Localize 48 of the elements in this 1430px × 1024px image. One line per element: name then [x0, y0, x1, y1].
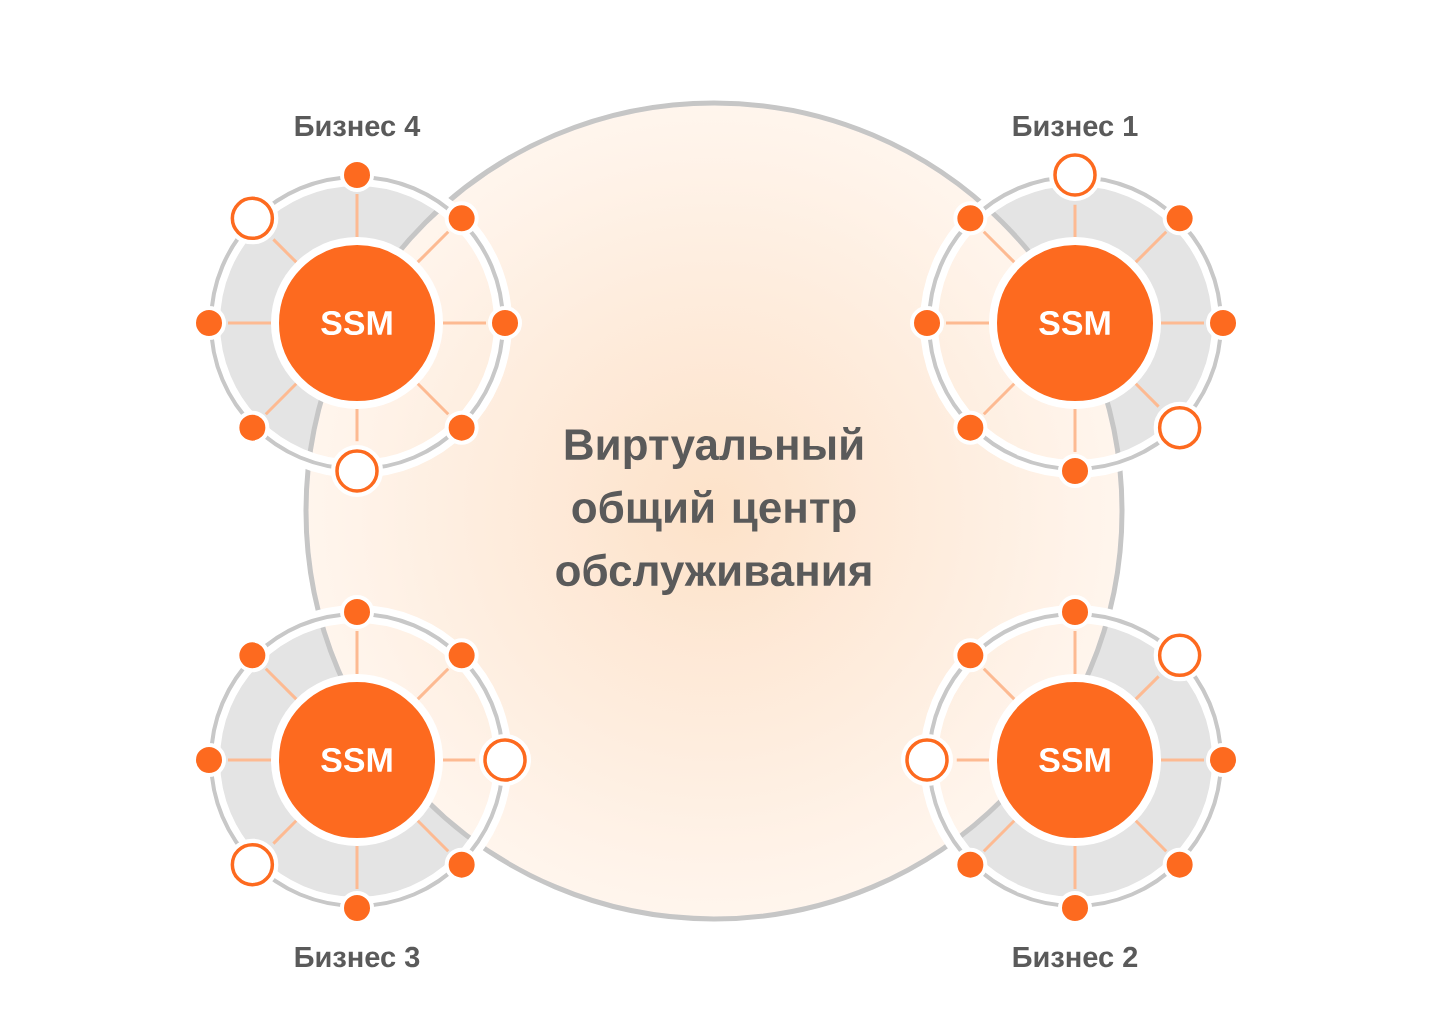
spoke-line [355, 194, 359, 237]
spoke-line [264, 667, 298, 701]
spoke-line [1134, 675, 1160, 701]
spoke-line [264, 382, 298, 416]
spoke-line [1134, 382, 1160, 408]
hollow-circle [901, 734, 953, 786]
spoke-line [982, 819, 1016, 853]
spoke-line [416, 667, 450, 701]
spoke-line [443, 321, 486, 325]
dot [340, 595, 374, 629]
spoke-line [416, 819, 450, 853]
spoke-line [416, 382, 450, 416]
group-label: Бизнес 3 [295, 946, 420, 968]
spoke-line [272, 819, 298, 845]
dot [953, 638, 988, 673]
spoke-line [1073, 204, 1077, 237]
spoke-line [1134, 819, 1168, 853]
spoke-line [956, 758, 989, 762]
spoke-line [982, 667, 1016, 701]
spoke-line [1161, 321, 1204, 325]
dot [1058, 595, 1092, 629]
spoke-line [355, 846, 359, 889]
hollow-circle [331, 445, 383, 497]
spoke-line [355, 409, 359, 442]
dot [910, 306, 944, 340]
spoke-line [228, 758, 271, 762]
group-label: Бизнес 2 [1013, 946, 1138, 968]
spoke-line [982, 230, 1016, 264]
spoke-line [272, 238, 298, 264]
spoke-line [946, 321, 989, 325]
dot [444, 201, 479, 236]
spoke-line [228, 321, 271, 325]
dot [488, 306, 522, 340]
spoke-line [1161, 758, 1204, 762]
dot [444, 410, 479, 445]
spoke-line [982, 382, 1016, 416]
dot [1058, 454, 1092, 488]
dot [444, 638, 479, 673]
spoke-line [1073, 409, 1077, 452]
spoke-line [1134, 230, 1168, 264]
spoke-line [1073, 846, 1077, 889]
dot [953, 201, 988, 236]
hollow-circle [479, 734, 531, 786]
spoke-line [416, 230, 450, 264]
spoke-line [443, 758, 476, 762]
dot [953, 410, 988, 445]
spoke-line [355, 631, 359, 674]
spoke-line [1073, 631, 1077, 674]
